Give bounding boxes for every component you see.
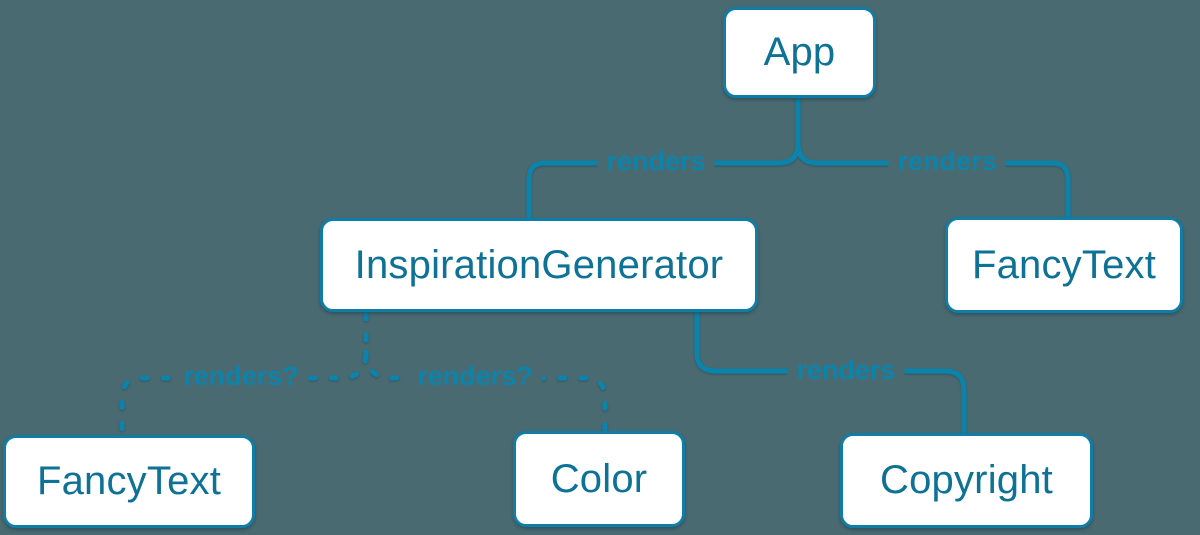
edge-label-renders: renders <box>787 354 905 388</box>
edge-label-renders: renders <box>888 145 1006 179</box>
node-color: Color <box>513 431 685 527</box>
edge-inspirationgenerator-fancytext-dashed <box>119 311 369 438</box>
edge-label-renders: renders <box>597 145 715 179</box>
node-app: App <box>723 7 876 98</box>
node-fancy-text-bottom: FancyText <box>3 435 255 528</box>
edge-label-renders-conditional: renders? <box>174 360 308 394</box>
node-copyright: Copyright <box>840 433 1093 528</box>
edge-label-renders-conditional: renders? <box>408 360 542 394</box>
node-fancy-text-top: FancyText <box>945 217 1183 313</box>
edge-inspirationgenerator-color-dashed <box>363 349 608 434</box>
node-inspiration-generator: InspirationGenerator <box>320 218 758 312</box>
